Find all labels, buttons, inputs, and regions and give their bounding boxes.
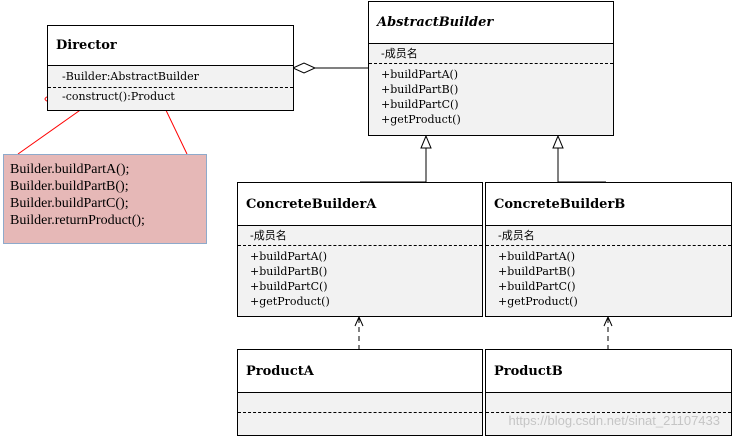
operation-item: +buildPartB() (498, 265, 576, 278)
operation-item: +getProduct() (381, 113, 461, 126)
concrete-builder-a-attribute: -成员名 (238, 226, 482, 246)
note-line: Builder.buildPartA(); (10, 162, 130, 177)
product-a-class-name: ProductA (238, 350, 482, 393)
callout-line-left (17, 105, 87, 155)
concrete-builder-b-attribute: -成员名 (486, 226, 731, 246)
director-class-name: Director (48, 26, 293, 66)
note-line: Builder.buildPartB(); (10, 179, 129, 194)
note-line: Builder.returnProduct(); (10, 213, 145, 228)
operation-item: +buildPartA() (250, 250, 328, 263)
concrete-builder-b-class[interactable]: ConcreteBuilderB -成员名 +buildPartA() +bui… (485, 182, 732, 317)
concrete-builder-a-class-name: ConcreteBuilderA (238, 183, 482, 226)
dependency-arrow-b (603, 315, 613, 327)
concrete-builder-b-class-name: ConcreteBuilderB (486, 183, 731, 226)
operation-item: +buildPartC() (381, 98, 459, 111)
concrete-builder-b-operations: +buildPartA() +buildPartB() +buildPartC(… (486, 246, 731, 309)
product-a-class[interactable]: ProductA (237, 349, 483, 436)
abstract-builder-attribute: -成员名 (369, 44, 613, 64)
operation-item: +buildPartB() (381, 83, 459, 96)
dependency-arrow-a (354, 315, 364, 327)
abstract-builder-class-name: AbstractBuilder (369, 2, 613, 44)
concrete-builder-a-class[interactable]: ConcreteBuilderA -成员名 +buildPartA() +bui… (237, 182, 483, 317)
note-line: Builder.buildPartC(); (10, 196, 129, 211)
product-a-operations (238, 413, 482, 416)
inheritance-arrow-a (420, 134, 432, 149)
operation-item: +getProduct() (250, 295, 330, 308)
operation-item: +buildPartA() (498, 250, 576, 263)
aggregation-diamond (291, 62, 317, 74)
product-a-attributes (238, 393, 482, 413)
director-class[interactable]: Director -Builder:AbstractBuilder -const… (47, 25, 294, 111)
director-operation: -construct():Product (62, 90, 175, 103)
operation-item: +buildPartC() (498, 280, 576, 293)
construct-note: Builder.buildPartA(); Builder.buildPartB… (3, 154, 207, 244)
product-b-attributes (486, 393, 731, 413)
callout-line-right (162, 103, 188, 155)
product-b-class[interactable]: ProductB (485, 349, 732, 436)
abstract-builder-operations: +buildPartA() +buildPartB() +buildPartC(… (369, 64, 613, 127)
watermark: https://blog.csdn.net/sinat_21107433 (508, 413, 720, 428)
operation-item: +buildPartA() (381, 68, 459, 81)
operation-item: +buildPartB() (250, 265, 328, 278)
operation-item: +buildPartC() (250, 280, 328, 293)
operation-item: +getProduct() (498, 295, 578, 308)
director-attribute: -Builder:AbstractBuilder (48, 66, 293, 88)
inheritance-arrow-b (552, 134, 564, 149)
abstract-builder-class[interactable]: AbstractBuilder -成员名 +buildPartA() +buil… (368, 1, 614, 136)
concrete-builder-a-operations: +buildPartA() +buildPartB() +buildPartC(… (238, 246, 482, 309)
product-b-class-name: ProductB (486, 350, 731, 393)
